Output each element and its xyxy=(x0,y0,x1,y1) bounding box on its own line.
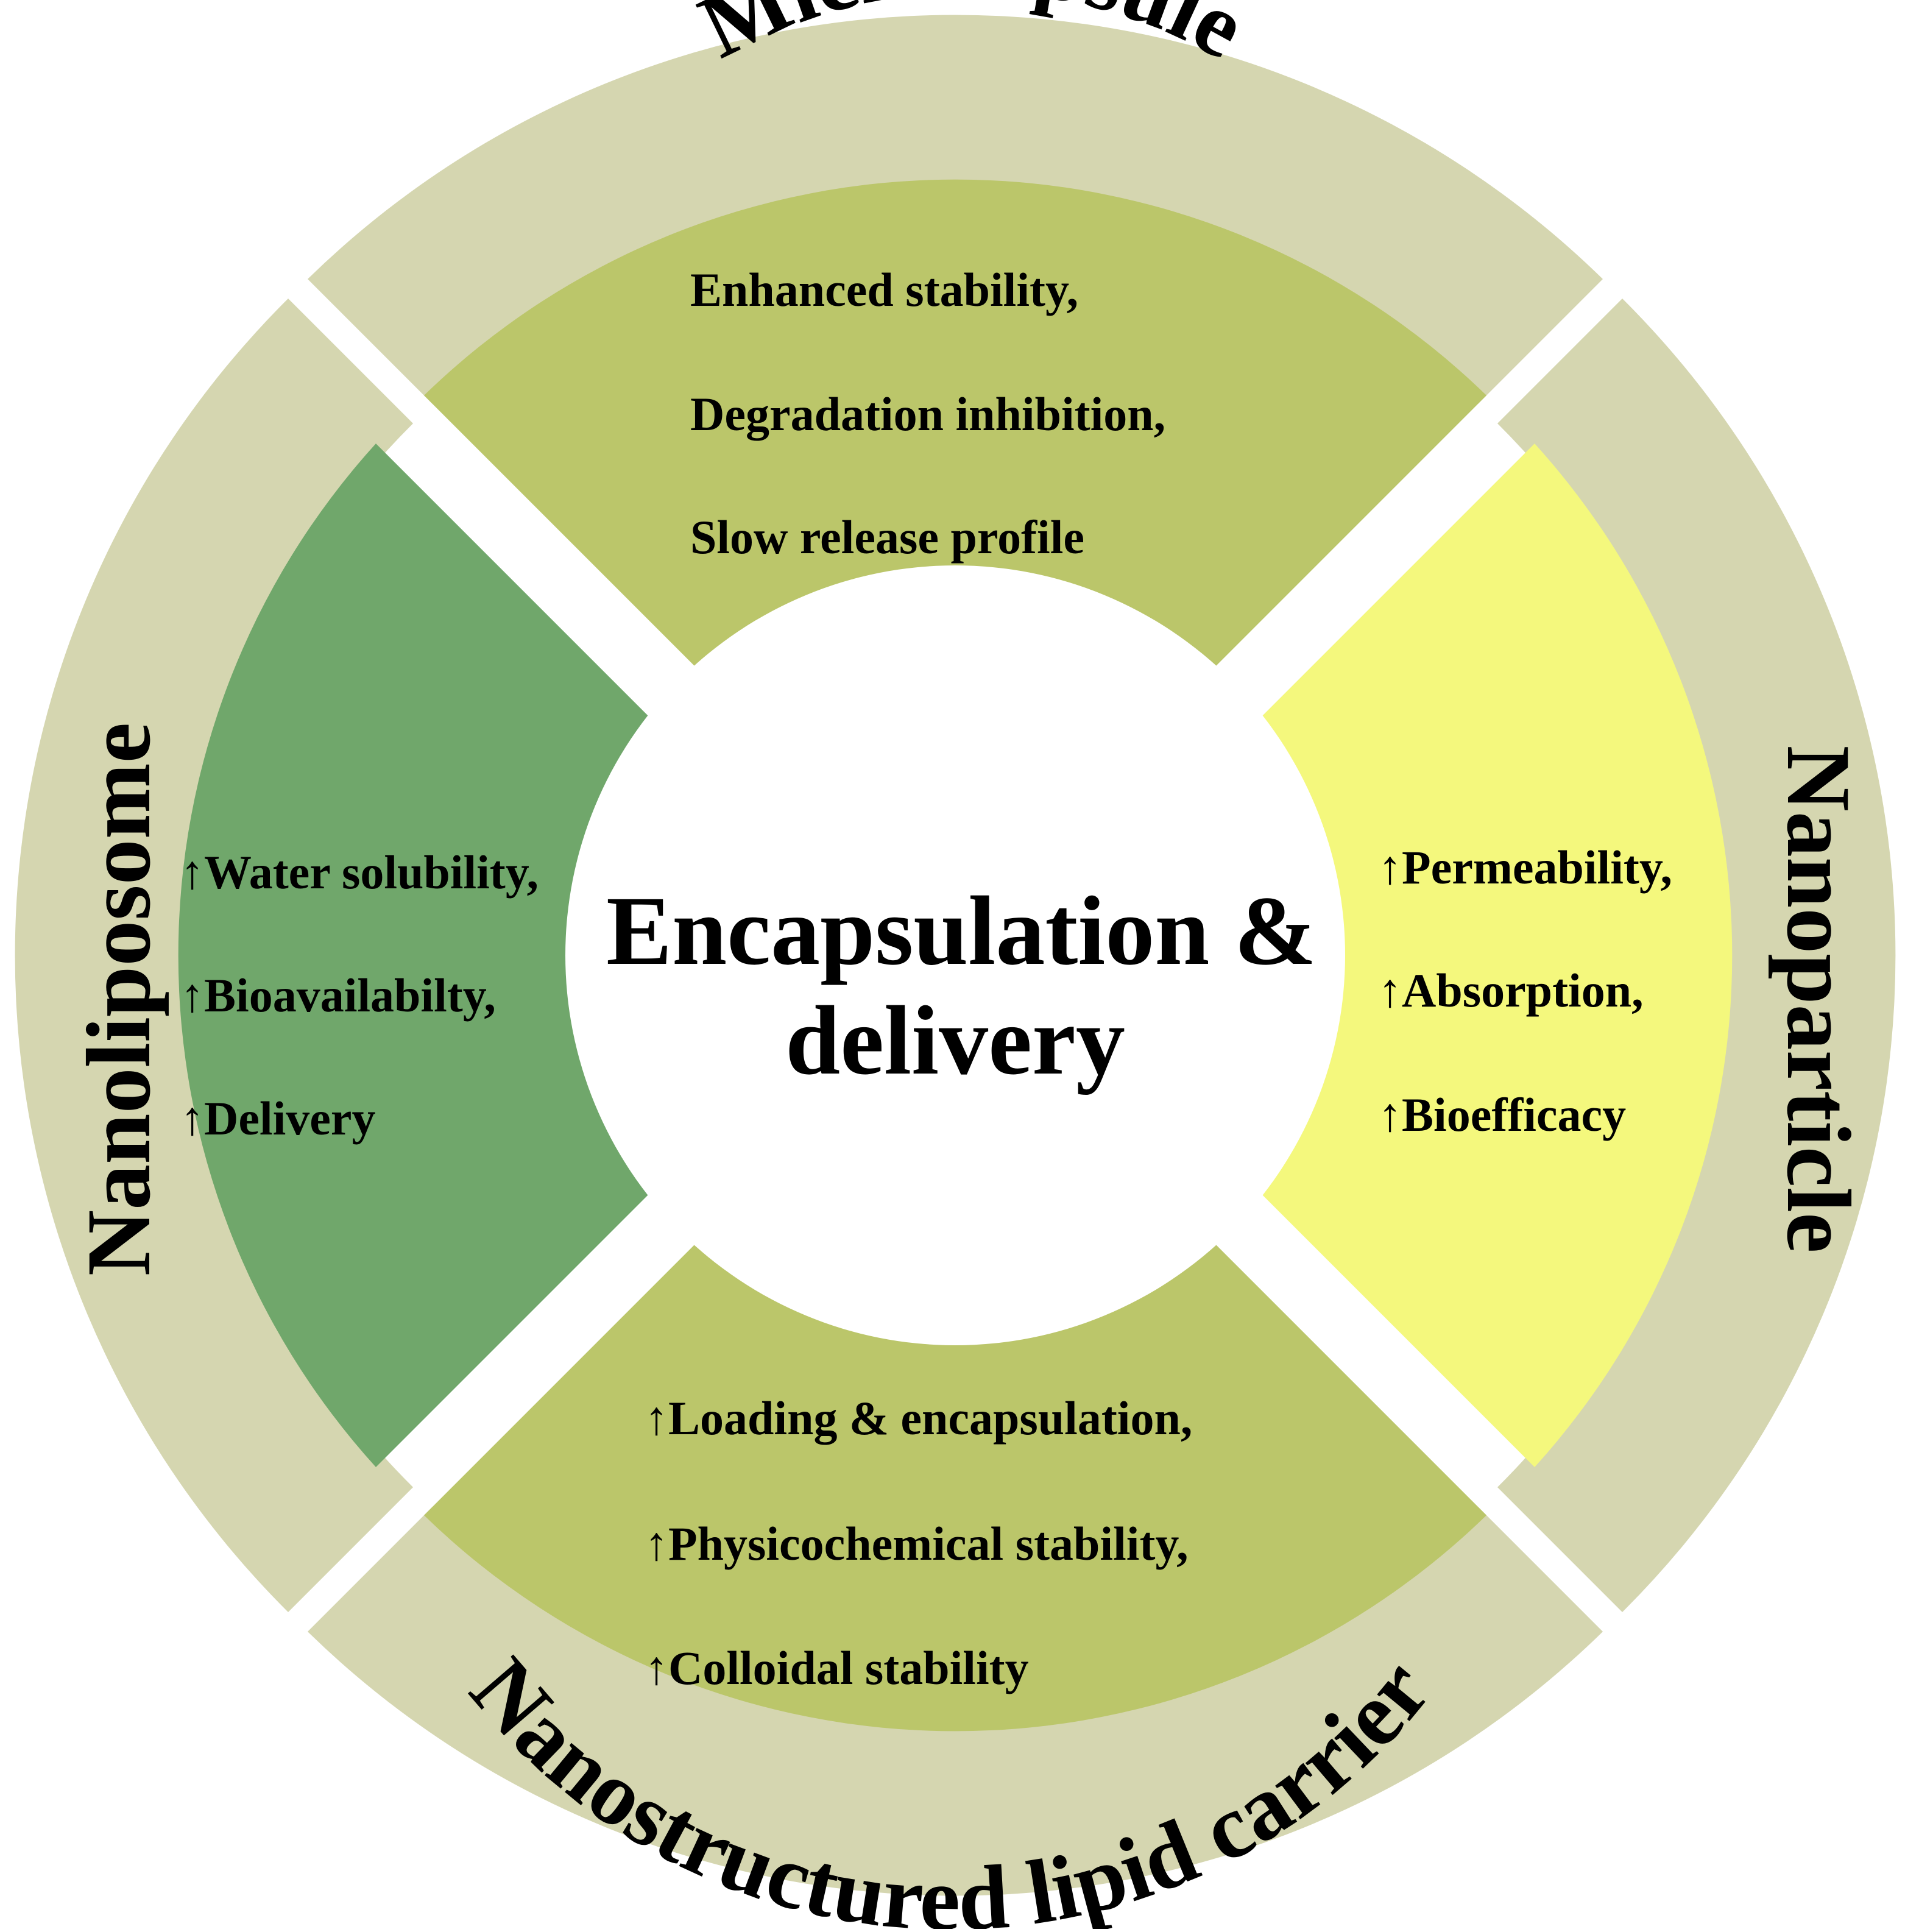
inner-segment-right xyxy=(1256,444,1733,1467)
nanostructured-lipid-carrier-item: ↑Physicochemical stability, xyxy=(645,1517,1189,1570)
ring-segment-right xyxy=(1497,299,1896,1612)
nanostructured-lipid-carrier-item: ↑Colloidal stability xyxy=(645,1641,1029,1694)
inner-segment-bottom xyxy=(424,1237,1486,1732)
nanoliposome-item: ↑Bioavailabilty, xyxy=(180,969,496,1022)
microcapsule-item: Degradation inhibition, xyxy=(690,387,1165,441)
nanoliposome-item: ↑Water solubility, xyxy=(180,846,539,899)
center-title-line-2: delivery xyxy=(785,986,1125,1095)
center-title-line-1: Encapsulation & xyxy=(606,877,1316,986)
nanostructured-lipid-carrier-item: ↑Loading & encapsulation, xyxy=(645,1392,1192,1445)
inner-segment-left xyxy=(178,444,654,1467)
label-nanoparticle: Nanoparticle xyxy=(1768,745,1869,1253)
ring-segment-bottom xyxy=(308,1507,1603,1896)
microcapsule-item: Slow release profile xyxy=(690,511,1084,564)
microcapsule-item: Enhanced stability, xyxy=(690,263,1078,316)
nanoliposome-item: ↑Delivery xyxy=(180,1092,376,1145)
nanoparticle-item: ↑Permeability, xyxy=(1378,841,1672,894)
ring-segment-top xyxy=(308,15,1603,405)
nanoparticle-item: ↑Bioefficacy xyxy=(1378,1088,1626,1141)
label-nanoliposome: Nanoliposome xyxy=(68,723,169,1276)
ring-segment-left xyxy=(15,299,414,1612)
nanoparticle-item: ↑Absorption, xyxy=(1378,964,1644,1017)
inner-segment-top xyxy=(424,179,1486,674)
center-circle xyxy=(565,565,1345,1345)
